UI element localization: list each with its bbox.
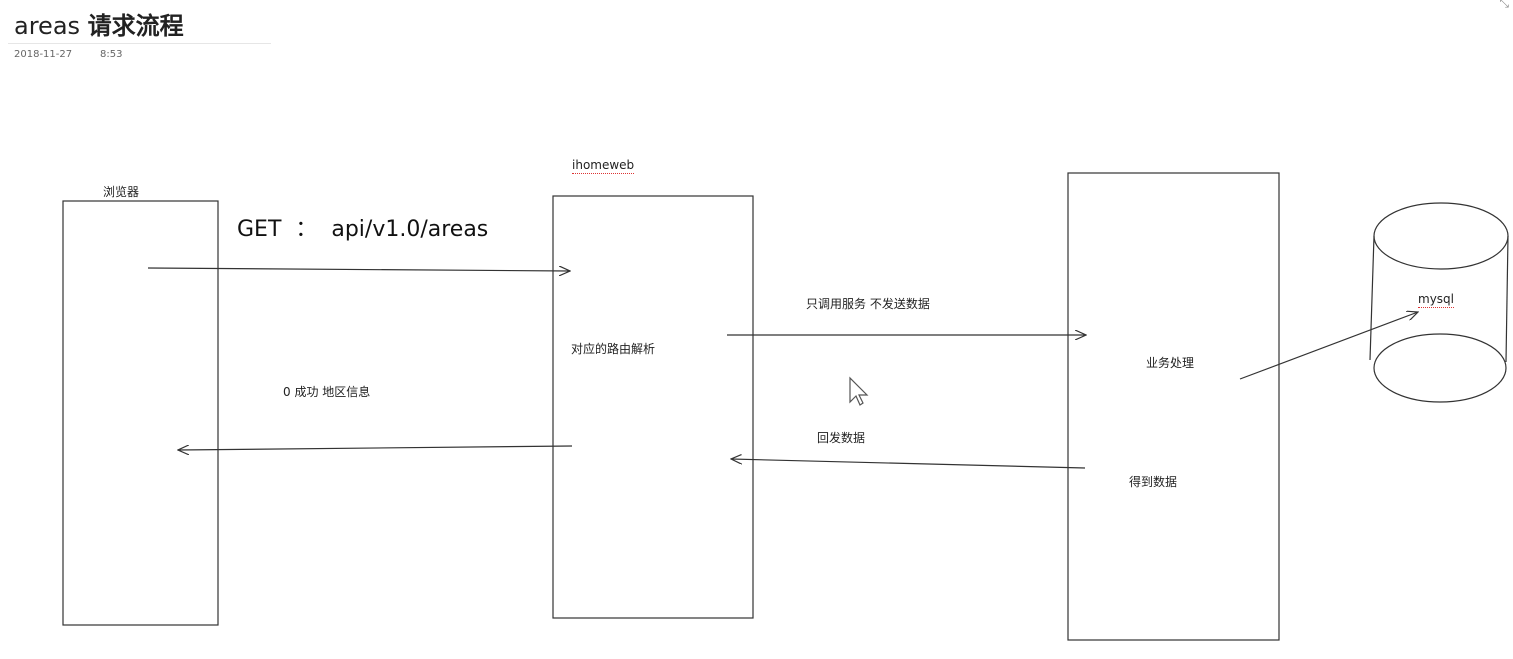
call-service-label: 只调用服务 不发送数据 <box>806 297 930 311</box>
page-title: areas 请求流程 <box>14 6 184 41</box>
browser-box <box>62 200 219 626</box>
mysql-label: mysql <box>1418 292 1454 308</box>
title-divider <box>8 43 271 44</box>
mysql-cylinder <box>1369 202 1509 403</box>
ihomeweb-label: ihomeweb <box>572 158 635 174</box>
send-back-arrow <box>731 459 1086 469</box>
browser-label: 浏览器 <box>103 185 140 199</box>
note-date: 2018-11-27 <box>14 49 73 60</box>
response-label: 0 成功 地区信息 <box>283 385 371 399</box>
mouse-cursor-icon <box>849 376 869 406</box>
query-db-arrow <box>1239 312 1418 380</box>
page-title-latin: areas <box>14 12 88 40</box>
send-back-label: 回发数据 <box>817 431 866 445</box>
ihomeweb-box <box>552 195 754 619</box>
response-arrow <box>178 446 573 450</box>
resize-corner-icon[interactable]: ⤡ <box>1499 0 1509 10</box>
route-parse-label: 对应的路由解析 <box>571 342 656 356</box>
get-data-label: 得到数据 <box>1129 475 1178 489</box>
request-arrow <box>147 268 570 271</box>
page-title-cjk: 请求流程 <box>87 12 184 40</box>
service-box <box>1067 172 1280 641</box>
request-label: GET ： api/v1.0/areas <box>237 217 489 242</box>
note-time: 8:53 <box>100 49 123 60</box>
business-label: 业务处理 <box>1146 356 1195 370</box>
